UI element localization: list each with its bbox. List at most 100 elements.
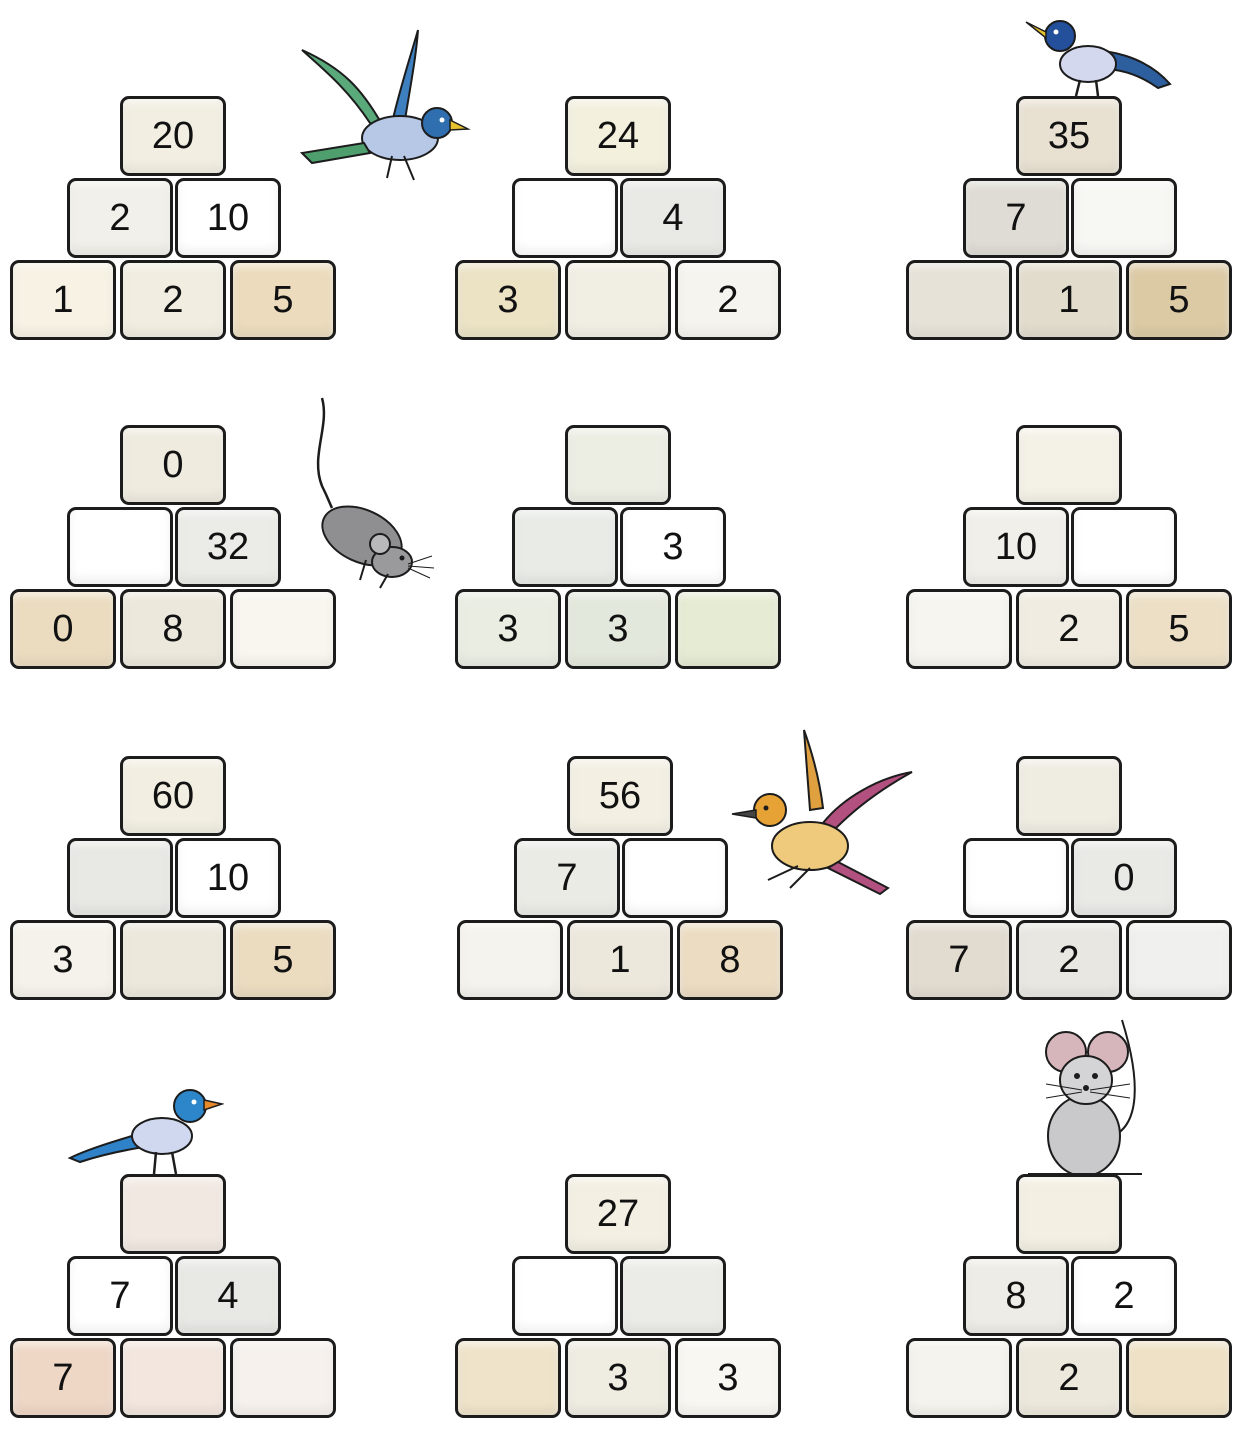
- stone-number: 2: [162, 279, 183, 322]
- stone-number: 4: [217, 1275, 238, 1318]
- stone-number: 3: [717, 1357, 738, 1400]
- stone-bottom-right: [675, 589, 781, 669]
- stone-bottom-left: [457, 920, 563, 1000]
- stone-number: 2: [1113, 1275, 1134, 1318]
- stone-bottom-middle: [565, 260, 671, 340]
- stone-top: [1016, 1174, 1122, 1254]
- stone-bottom-right: 5: [230, 920, 336, 1000]
- stone-top: 35: [1016, 96, 1122, 176]
- stone-middle-right: [1071, 507, 1177, 587]
- stone-number: 27: [597, 1193, 639, 1236]
- stone-bottom-middle: 8: [120, 589, 226, 669]
- stone-bottom-left: 0: [10, 589, 116, 669]
- stone-number: 5: [1168, 279, 1189, 322]
- stone-bottom-left: [906, 260, 1012, 340]
- stone-number: 2: [1058, 939, 1079, 982]
- stone-number: 1: [52, 279, 73, 322]
- stone-number: 1: [1058, 279, 1079, 322]
- stone-number: 5: [272, 939, 293, 982]
- stone-number: 10: [995, 526, 1037, 569]
- stone-middle-right: 10: [175, 838, 281, 918]
- stone-number: 3: [52, 939, 73, 982]
- stone-number: 7: [109, 1275, 130, 1318]
- stone-number: 7: [948, 939, 969, 982]
- stone-middle-left: 7: [67, 1256, 173, 1336]
- stone-number: 8: [162, 608, 183, 651]
- stone-bottom-left: 7: [10, 1338, 116, 1418]
- stone-number: 7: [1005, 197, 1026, 240]
- stone-bottom-right: [1126, 920, 1232, 1000]
- stone-number: 5: [272, 279, 293, 322]
- pyramid-7: 60 10 3 5: [8, 756, 338, 1011]
- stone-bottom-right: [1126, 1338, 1232, 1418]
- stone-top: 60: [120, 756, 226, 836]
- stone-bottom-middle: 2: [1016, 920, 1122, 1000]
- stone-top: [1016, 425, 1122, 505]
- pyramid-10: 7 4 7: [8, 1174, 338, 1429]
- stone-middle-left: [512, 507, 618, 587]
- running-mouse-icon: [300, 396, 440, 592]
- stone-number: 32: [207, 526, 249, 569]
- stone-bottom-left: 3: [455, 260, 561, 340]
- stone-middle-left: 2: [67, 178, 173, 258]
- stone-bottom-left: 3: [10, 920, 116, 1000]
- stone-number: 56: [599, 775, 641, 818]
- stone-bottom-middle: [120, 920, 226, 1000]
- stone-bottom-middle: 2: [1016, 589, 1122, 669]
- stone-bottom-right: 2: [675, 260, 781, 340]
- stone-bottom-left: 7: [906, 920, 1012, 1000]
- stone-top: 0: [120, 425, 226, 505]
- pyramid-11: 27 3 3: [453, 1174, 783, 1429]
- stone-number: 2: [1058, 1357, 1079, 1400]
- stone-middle-left: [512, 1256, 618, 1336]
- stone-bottom-middle: 1: [567, 920, 673, 1000]
- stone-middle-right: 4: [620, 178, 726, 258]
- stone-top: [565, 425, 671, 505]
- stone-bottom-middle: 3: [565, 589, 671, 669]
- stone-top: [120, 1174, 226, 1254]
- stone-bottom-right: 5: [1126, 260, 1232, 340]
- stone-number: 60: [152, 775, 194, 818]
- stone-number: 3: [607, 1357, 628, 1400]
- stone-middle-right: 3: [620, 507, 726, 587]
- stone-number: 0: [52, 608, 73, 651]
- stone-top: 27: [565, 1174, 671, 1254]
- stone-middle-right: 0: [1071, 838, 1177, 918]
- stone-bottom-middle: 2: [120, 260, 226, 340]
- stone-middle-right: [1071, 178, 1177, 258]
- stone-middle-left: [67, 838, 173, 918]
- stone-bottom-right: 8: [677, 920, 783, 1000]
- stone-middle-right: [620, 1256, 726, 1336]
- stone-bottom-left: 1: [10, 260, 116, 340]
- stone-middle-right: 32: [175, 507, 281, 587]
- pyramid-4: 0 32 0 8: [8, 425, 338, 680]
- stone-bottom-middle: 3: [565, 1338, 671, 1418]
- stone-bottom-right: 3: [675, 1338, 781, 1418]
- stone-middle-right: 10: [175, 178, 281, 258]
- stone-number: 3: [497, 608, 518, 651]
- stone-bottom-middle: 1: [1016, 260, 1122, 340]
- stone-top: 20: [120, 96, 226, 176]
- stone-number: 4: [662, 197, 683, 240]
- stone-middle-left: 7: [963, 178, 1069, 258]
- stone-bottom-left: [455, 1338, 561, 1418]
- stone-number: 3: [497, 279, 518, 322]
- perched-blue-bird-top-icon: [1018, 4, 1178, 100]
- stone-bottom-left: [906, 1338, 1012, 1418]
- stone-number: 10: [207, 197, 249, 240]
- stone-number: 3: [662, 526, 683, 569]
- stone-number: 3: [607, 608, 628, 651]
- stone-bottom-right: 5: [230, 260, 336, 340]
- stone-number: 2: [717, 279, 738, 322]
- stone-bottom-left: 3: [455, 589, 561, 669]
- stone-middle-left: 10: [963, 507, 1069, 587]
- stone-middle-left: [963, 838, 1069, 918]
- flying-blue-bird-icon: [292, 28, 472, 198]
- stone-middle-right: 4: [175, 1256, 281, 1336]
- stone-middle-left: [512, 178, 618, 258]
